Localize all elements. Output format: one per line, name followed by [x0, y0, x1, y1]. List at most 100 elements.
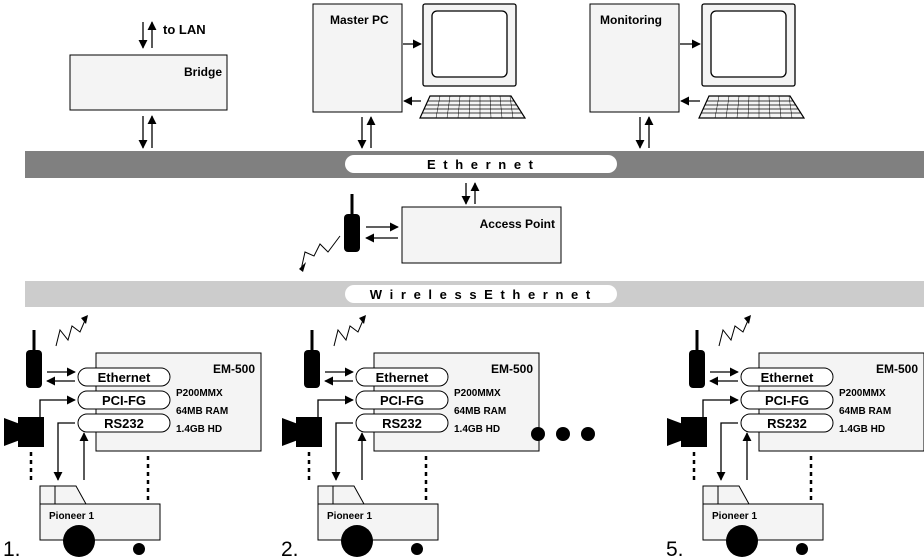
robot-antenna-icon: [26, 350, 42, 388]
ethernet-interface: [355, 367, 449, 387]
pcifg-interface-label: PCI-FG: [765, 393, 809, 408]
cpu-spec: P200MMX: [176, 388, 223, 399]
pioneer-label: Pioneer 1: [49, 511, 94, 522]
pioneer-drive-wheel: [341, 525, 373, 557]
camera-to-pcifg-arrow: [39, 395, 76, 417]
master-keyboard-icon: [419, 95, 527, 119]
ram-spec: 64MB RAM: [454, 406, 506, 417]
pioneer-top-plate: [702, 485, 750, 505]
pcifg-interface-label: PCI-FG: [380, 393, 424, 408]
camera-lens-icon: [4, 418, 20, 446]
pioneer-label: Pioneer 1: [327, 511, 372, 522]
rs232-to-base-arrow: [331, 422, 353, 481]
robot-antenna-icon: [304, 350, 320, 388]
robot-signal-arrowhead: [359, 315, 366, 324]
hd-spec: 1.4GB HD: [454, 424, 500, 435]
pioneer-caster-wheel: [411, 543, 423, 555]
ethernet-bus-label: E t h e r n e t: [427, 157, 535, 172]
monitoring-box: [589, 3, 680, 113]
robot-wireless-signal-icon: [718, 317, 750, 347]
ethernet-interface: [77, 367, 171, 387]
camera-lens-icon: [667, 418, 683, 446]
rs232-interface: [355, 413, 449, 433]
bridge-node: Bridge to LAN: [69, 21, 228, 149]
rs232-interface: [77, 413, 171, 433]
master-pc-label: Master PC: [330, 13, 389, 27]
monitoring-keyboard-icon: [698, 95, 806, 119]
ap-wireless-signal-icon: [300, 235, 341, 271]
ethernet-interface-label: Ethernet: [761, 370, 814, 385]
bridge-box: [69, 54, 228, 111]
ram-spec: 64MB RAM: [839, 406, 891, 417]
ethernet-bus: E t h e r n e t: [25, 151, 924, 178]
wireless-bus-label: W i r e l e s s E t h e r n e t: [370, 287, 592, 302]
master-monitor-icon: [422, 3, 517, 87]
pioneer-base-box: [39, 503, 161, 541]
ethernet-bus-tag: [345, 155, 617, 173]
camera-to-pcifg-arrow: [702, 395, 739, 417]
camera-lens-icon: [282, 418, 298, 446]
bridge-label: Bridge: [184, 65, 222, 79]
cpu-spec: P200MMX: [454, 388, 501, 399]
camera-icon: [681, 417, 707, 447]
robot-wireless-signal-icon: [55, 317, 87, 347]
rs232-interface: [740, 413, 834, 433]
ap-signal-arrowhead: [299, 262, 306, 272]
monitoring-monitor-icon: [701, 3, 796, 87]
pioneer-drive-wheel: [63, 525, 95, 557]
rs232-to-base-arrow: [716, 422, 738, 481]
monitoring-label: Monitoring: [600, 13, 662, 27]
robot-number: 1.: [3, 538, 21, 558]
pcifg-interface: [77, 390, 171, 410]
pioneer-caster-wheel: [133, 543, 145, 555]
access-point-node: Access Point: [299, 182, 562, 272]
to-lan-label: to LAN: [163, 22, 206, 37]
wireless-bus-tag: [345, 285, 617, 303]
rs232-interface-label: RS232: [767, 416, 807, 431]
pioneer-top-plate: [317, 485, 365, 505]
ap-antenna-icon: [344, 194, 360, 252]
pioneer-base-box: [702, 503, 824, 541]
robot-signal-arrowhead: [81, 315, 88, 324]
pcifg-interface-label: PCI-FG: [102, 393, 146, 408]
robot-number: 5.: [666, 538, 684, 558]
em500-label: EM-500: [876, 362, 918, 376]
master-pc-node: Master PC: [312, 3, 527, 149]
pioneer-drive-wheel: [726, 525, 758, 557]
robot-number: 2.: [281, 538, 299, 558]
monitoring-node: Monitoring: [589, 3, 806, 149]
access-point-label: Access Point: [480, 217, 555, 231]
ethernet-interface-label: Ethernet: [98, 370, 151, 385]
rs232-interface-label: RS232: [382, 416, 422, 431]
pcifg-interface: [355, 390, 449, 410]
pioneer-base-box: [317, 503, 439, 541]
camera-to-pcifg-arrow: [317, 395, 354, 417]
ethernet-interface: [740, 367, 834, 387]
em500-label: EM-500: [213, 362, 255, 376]
rs232-to-base-arrow: [53, 422, 75, 481]
cpu-spec: P200MMX: [839, 388, 886, 399]
wireless-bus: W i r e l e s s E t h e r n e t: [25, 281, 924, 307]
pioneer-label: Pioneer 1: [712, 511, 757, 522]
hd-spec: 1.4GB HD: [176, 424, 222, 435]
pcifg-interface: [740, 390, 834, 410]
master-pc-box: [312, 3, 403, 113]
ram-spec: 64MB RAM: [176, 406, 228, 417]
pioneer-top-plate: [39, 485, 87, 505]
camera-icon: [18, 417, 44, 447]
pioneer-caster-wheel: [796, 543, 808, 555]
robot-signal-arrowhead: [744, 315, 751, 324]
em500-label: EM-500: [491, 362, 533, 376]
camera-icon: [296, 417, 322, 447]
hd-spec: 1.4GB HD: [839, 424, 885, 435]
access-point-box: [401, 206, 562, 264]
rs232-interface-label: RS232: [104, 416, 144, 431]
ethernet-interface-label: Ethernet: [376, 370, 429, 385]
robot-wireless-signal-icon: [333, 317, 365, 347]
more-robots-ellipsis: [531, 427, 595, 441]
